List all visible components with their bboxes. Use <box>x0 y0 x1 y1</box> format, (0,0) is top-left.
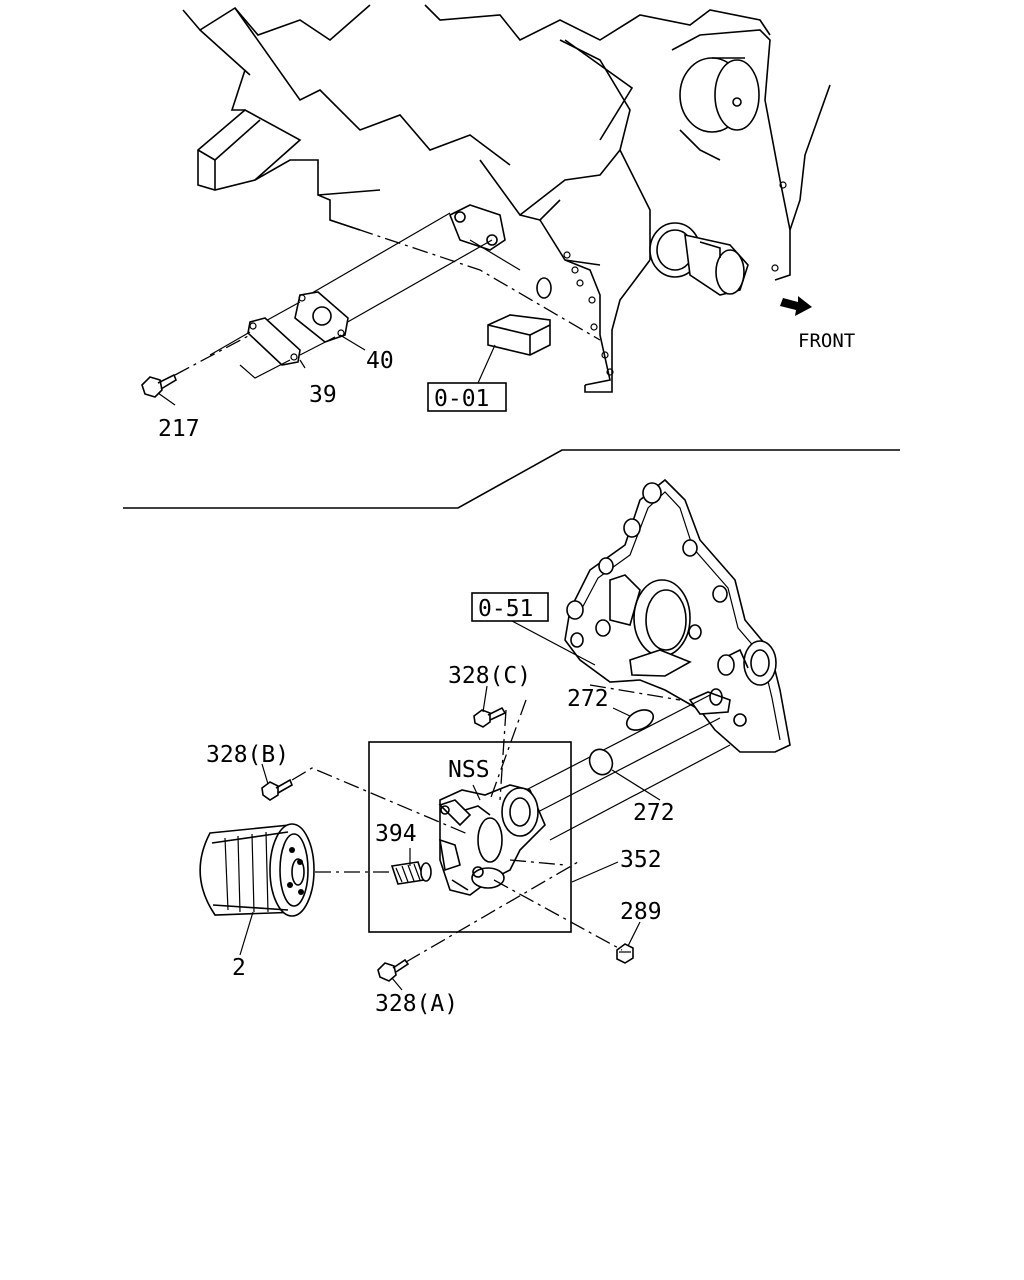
o-ring-272-upper <box>625 709 655 731</box>
engine-block <box>182 4 831 393</box>
callout-217: 217 <box>158 416 200 442</box>
plug-289 <box>616 943 634 964</box>
ref-0-51-label: 0-51 <box>478 596 533 622</box>
gasket-40 <box>294 291 349 343</box>
callout-nss: NSS <box>448 757 490 783</box>
callout-352: 352 <box>620 847 662 873</box>
ref-box-0-51 <box>471 592 549 622</box>
bolt-328-b <box>261 778 294 801</box>
front-arrow <box>780 296 812 316</box>
assembly-frame-352 <box>368 741 572 933</box>
relief-spring-394 <box>390 861 432 885</box>
bolt-328-c <box>473 706 507 728</box>
oil-pump-housing <box>564 478 791 753</box>
o-ring-272-lower <box>588 748 614 776</box>
callout-394: 394 <box>375 821 417 847</box>
gasket-39 <box>247 317 301 366</box>
oil-filter-adapter <box>438 784 546 896</box>
ref-0-01-label: 0-01 <box>434 386 489 412</box>
callout-328-c: 328(C) <box>448 663 531 689</box>
oil-filter-2 <box>199 823 315 917</box>
section-divider <box>123 449 900 509</box>
callout-328-a: 328(A) <box>375 991 458 1017</box>
front-label: FRONT <box>798 330 855 352</box>
callout-289: 289 <box>620 899 662 925</box>
callout-40: 40 <box>366 348 394 374</box>
callout-39: 39 <box>309 382 337 408</box>
ref-box-0-01 <box>427 382 507 412</box>
callout-328-b: 328(B) <box>206 742 289 768</box>
bolt-328-a <box>377 958 410 982</box>
callout-272-lower: 272 <box>633 800 675 826</box>
callout-272-upper: 272 <box>567 686 609 712</box>
bolt-217 <box>141 373 177 398</box>
callout-2: 2 <box>232 955 246 981</box>
